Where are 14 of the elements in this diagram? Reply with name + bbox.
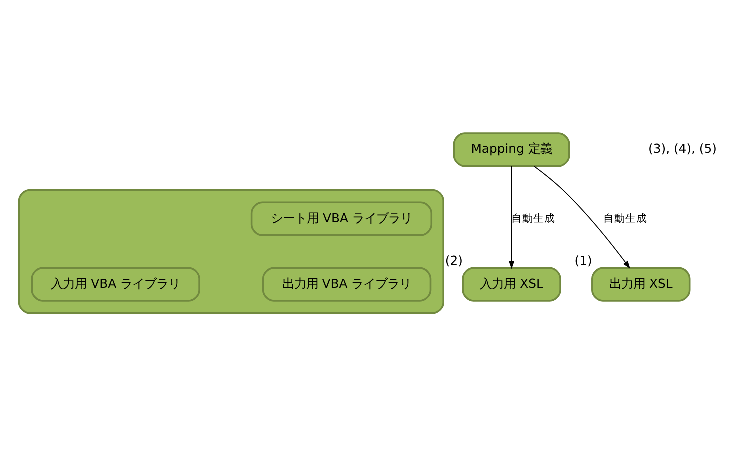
- node-label: (2): [445, 252, 463, 268]
- label: (3), (4), (5): [648, 140, 717, 156]
- cluster: [18, 188, 444, 314]
- node-box: 出力用 XSL: [592, 266, 691, 302]
- node-box: 入力用 VBA ライブラリ: [31, 266, 200, 302]
- edge-label: 自動生成: [512, 211, 556, 224]
- node-box: Mapping 定義: [453, 132, 570, 167]
- node-box: シート用 VBA ライブラリ: [250, 201, 433, 236]
- node-box: 出力用 VBA ライブラリ: [262, 266, 432, 302]
- node-label: (1): [574, 252, 592, 268]
- arrow: [534, 166, 630, 268]
- arrow: [509, 165, 515, 269]
- node-box: 入力用 XSL: [462, 266, 562, 302]
- edge-label: 自動生成: [604, 211, 648, 224]
